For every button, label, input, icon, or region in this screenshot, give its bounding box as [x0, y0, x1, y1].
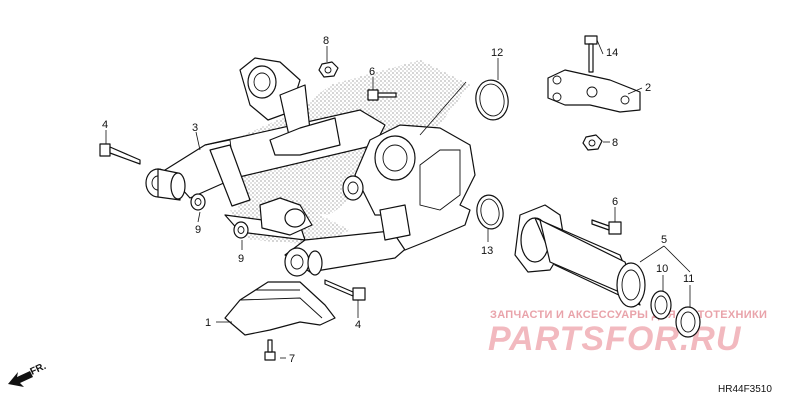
- pivot-bushing-right: [284, 247, 310, 277]
- callout-3: 3: [192, 122, 198, 134]
- watermark: ЗАПЧАСТИ И АКСЕССУАРЫ ДЛЯ МОТОТЕХНИКИ PA…: [488, 309, 767, 358]
- final-drive-mount: [354, 124, 476, 251]
- nut-9-center: [233, 221, 249, 239]
- bearing-10: [650, 290, 672, 320]
- callout-9-left: 9: [195, 224, 201, 236]
- callout-12: 12: [491, 47, 503, 59]
- skid-guard-1: [224, 281, 336, 336]
- nut-8-upper: [318, 61, 339, 78]
- nut-8-lower: [582, 134, 603, 151]
- front-direction-indicator: FR.: [8, 361, 48, 387]
- o-ring-13: [476, 194, 504, 230]
- oil-seal-11: [675, 306, 701, 338]
- callout-7: 7: [289, 353, 295, 365]
- bolt-7: [264, 339, 276, 361]
- nut-9-left: [190, 193, 206, 211]
- callout-11: 11: [683, 273, 694, 285]
- watermark-brand: PARTSFOR.RU: [488, 320, 742, 358]
- bolt-14: [584, 35, 598, 73]
- swingarm-assembly: [145, 57, 476, 277]
- bolt-4-lower: [324, 279, 366, 301]
- callout-13: 13: [481, 245, 493, 257]
- callout-6-upper: 6: [369, 66, 375, 78]
- final-drive-bearing-bore: [374, 135, 416, 181]
- bracket-2: [547, 69, 641, 113]
- callout-14: 14: [606, 47, 618, 59]
- callout-4-left: 4: [102, 119, 108, 131]
- callout-10: 10: [656, 263, 668, 275]
- front-direction-label: FR.: [29, 361, 48, 378]
- callout-labels: 1 2 3 4 4 5 6 6 7 8 8 9 9 10 11 12 13 14: [102, 35, 694, 365]
- callout-1: 1: [205, 317, 211, 329]
- o-ring-12: [475, 79, 509, 121]
- callout-8-lower: 8: [612, 137, 618, 149]
- callout-5: 5: [661, 234, 667, 246]
- bolt-4-left: [99, 143, 141, 165]
- swingarm-cross-member: [209, 144, 251, 207]
- swingarm-gusset: [269, 117, 341, 156]
- callout-9-center: 9: [238, 253, 244, 265]
- bolt-6-lower: [591, 219, 622, 235]
- front-arrow-icon: [8, 371, 33, 387]
- callout-6-lower: 6: [612, 196, 618, 208]
- callout-2: 2: [645, 82, 651, 94]
- callout-4-lower: 4: [355, 319, 361, 331]
- drawing-code: HR44F3510: [718, 384, 772, 395]
- callout-8-upper: 8: [323, 35, 329, 47]
- leader-lines: [105, 39, 691, 359]
- axle-housing-5: [514, 204, 646, 308]
